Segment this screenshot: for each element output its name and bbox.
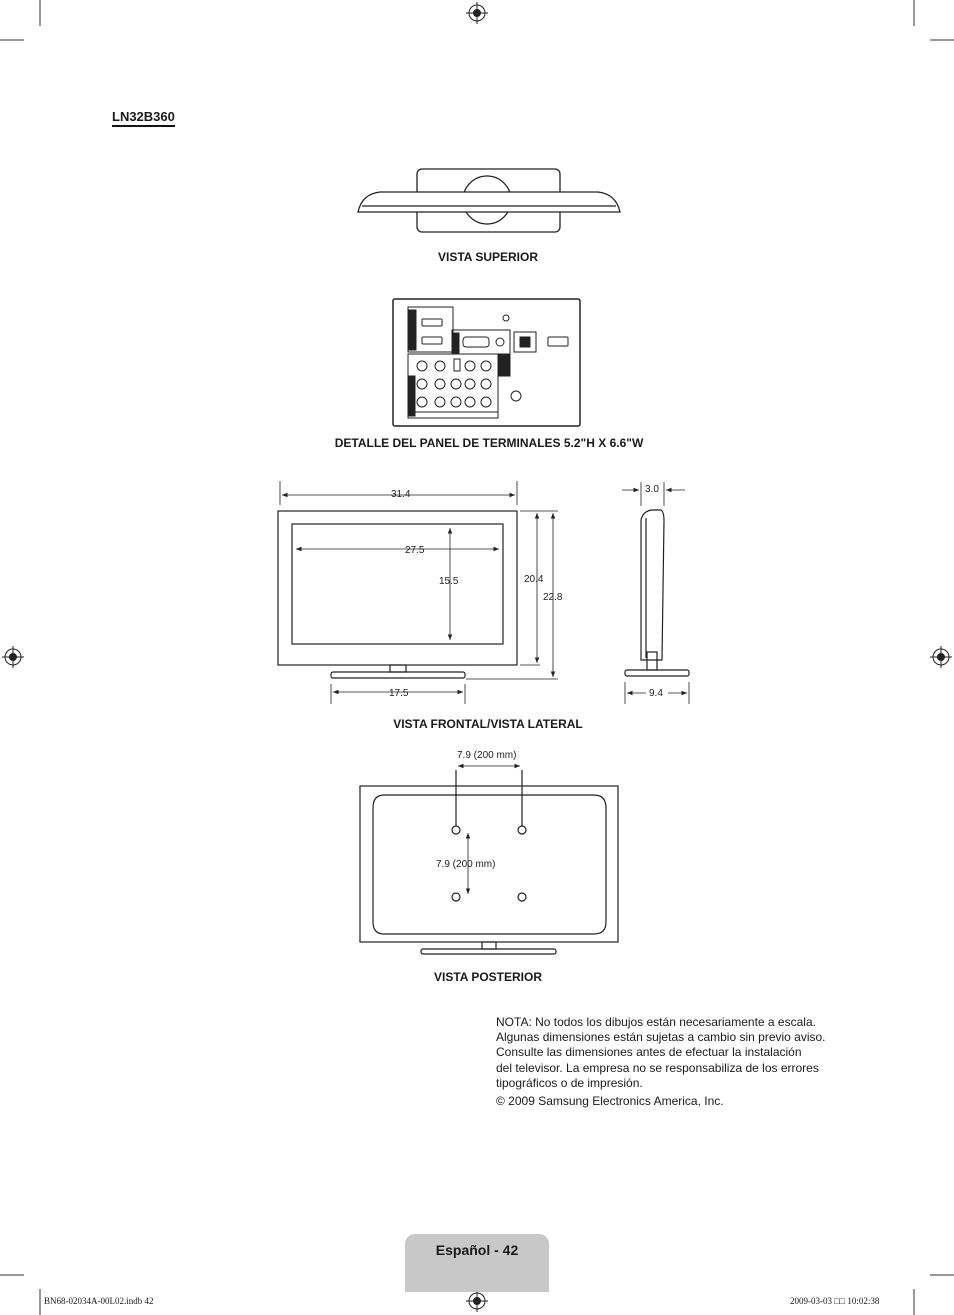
note-line: Consulte las dimensiones antes de efectu… [496, 1045, 802, 1060]
registration-mark-bottom [466, 1290, 488, 1312]
caption-front-side: VISTA FRONTAL/VISTA LATERAL [393, 717, 583, 731]
front-view-drawing [277, 510, 518, 679]
note-line: del televisor. La empresa no se responsa… [496, 1060, 819, 1075]
dim-vesa-vertical: 7.9 (200 mm) [436, 859, 496, 870]
top-view-drawing [357, 168, 621, 233]
model-title: LN32B360 [112, 109, 175, 127]
note-line: NOTA: No todos los dibujos están necesar… [496, 1015, 816, 1029]
dim-body-height: 20.4 [524, 574, 544, 585]
caption-top-view: VISTA SUPERIOR [437, 250, 538, 264]
side-view-drawing [624, 509, 690, 677]
dim-screen-width: 27.5 [405, 545, 425, 556]
front-dimension-lines [279, 481, 558, 704]
dim-stand-depth: 9.4 [649, 688, 663, 699]
footer-file-name: BN68-02034A-00L02.indb 42 [44, 1296, 154, 1306]
side-dimension-lines [622, 482, 690, 704]
dim-vesa-horizontal: 7.9 (200 mm) [457, 750, 517, 761]
dim-screen-height: 15.5 [439, 576, 459, 587]
rear-dimension-lines [458, 763, 520, 894]
page-number-badge [405, 1234, 549, 1292]
footer-timestamp: 2009-03-03 □□ 10:02:38 [790, 1296, 880, 1306]
registration-mark-top [466, 2, 488, 24]
copyright-notice: © 2009 Samsung Electronics America, Inc. [496, 1094, 724, 1108]
registration-mark-left [2, 646, 24, 668]
caption-rear-view: VISTA POSTERIOR [433, 970, 542, 984]
note-line: tipográficos o de impresión. [496, 1075, 643, 1090]
registration-mark-right [930, 646, 952, 668]
terminal-panel-drawing [392, 298, 581, 427]
dim-total-height: 22.8 [543, 592, 563, 603]
dim-depth: 3.0 [645, 484, 659, 495]
disclaimer-note: NOTA: No todos los dibujos están necesar… [496, 1015, 841, 1091]
caption-panel-detail: DETALLE DEL PANEL DE TERMINALES 5.2"H X … [334, 436, 644, 450]
dim-overall-width: 31.4 [391, 489, 411, 500]
rear-view-drawing [359, 770, 619, 955]
dim-stand-width: 17.5 [389, 688, 409, 699]
page-number-label: Español - 42 [435, 1242, 519, 1258]
note-line: Algunas dimensiones están sujetas a camb… [496, 1030, 826, 1045]
